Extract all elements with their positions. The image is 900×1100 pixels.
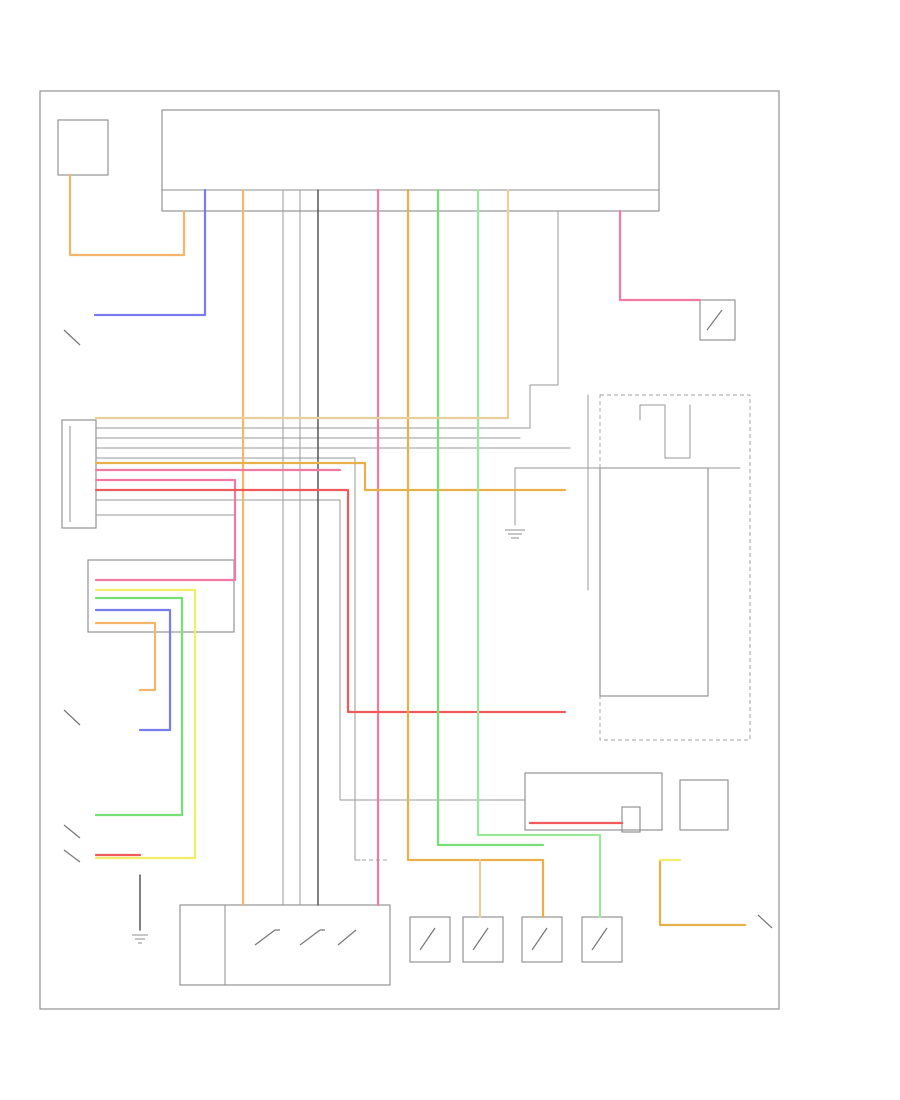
- tan-wire: [94, 188, 510, 420]
- diagram-frame: [39, 90, 780, 1010]
- bottom-switch-assembly: [179, 904, 391, 986]
- top-left-component: [57, 119, 109, 176]
- right-inner-module: [599, 467, 709, 697]
- pink-wire-relay: [618, 209, 702, 302]
- yellow-orange-wire-main: [406, 188, 545, 919]
- gray-wire-12: [639, 404, 691, 459]
- left-switch-top: [63, 329, 81, 346]
- left-switch-lower: [63, 824, 81, 839]
- bottom-relay-2-contact: [472, 927, 489, 951]
- right-bottom-switch: [757, 914, 773, 929]
- yellow-wire-left: [94, 588, 197, 860]
- orange-wire-left-lower: [94, 621, 157, 692]
- assembly-switch-2: [299, 929, 325, 946]
- relay-switch-contact: [706, 309, 723, 331]
- left-switch-mid: [63, 709, 81, 726]
- green-wire-main: [436, 188, 545, 847]
- control-unit-box: [161, 109, 660, 212]
- bottom-relay-3: [521, 916, 563, 963]
- mid-right-relay: [621, 806, 641, 833]
- bottom-relay-1: [409, 916, 451, 963]
- mid-right-component: [524, 772, 663, 831]
- green-wire-left: [94, 596, 184, 817]
- yellow-orange-wire-horizontal: [94, 461, 567, 492]
- assembly-switch-3: [337, 929, 357, 946]
- red-wire-main: [94, 488, 567, 714]
- bottom-relay-3-contact: [531, 927, 548, 951]
- blue-wire-lower: [94, 608, 172, 732]
- left-switch-bottom: [63, 849, 81, 863]
- gray-wire-4: [95, 457, 361, 861]
- ground-symbol-2: [132, 934, 148, 944]
- bottom-relay-4: [581, 916, 623, 963]
- bottom-relay-1-contact: [419, 927, 436, 951]
- assembly-switch-1: [254, 929, 280, 946]
- far-right-module: [679, 779, 729, 831]
- ground-symbol-1: [505, 529, 525, 539]
- light-green-wire: [476, 188, 602, 919]
- junction-connector-left: [61, 419, 97, 529]
- pink-wire-loop: [94, 478, 237, 582]
- gray-wire-1: [95, 210, 559, 429]
- connector-left-lower: [87, 559, 235, 633]
- blue-wire-top: [93, 188, 207, 317]
- top-right-relay: [699, 299, 736, 341]
- gray-wire-10: [95, 499, 526, 801]
- right-module: [599, 394, 751, 741]
- orange-wire-top-left: [68, 173, 186, 257]
- bottom-relay-4-contact: [591, 927, 608, 951]
- bottom-relay-2: [462, 916, 504, 963]
- yellow-orange-wire-right: [658, 858, 747, 927]
